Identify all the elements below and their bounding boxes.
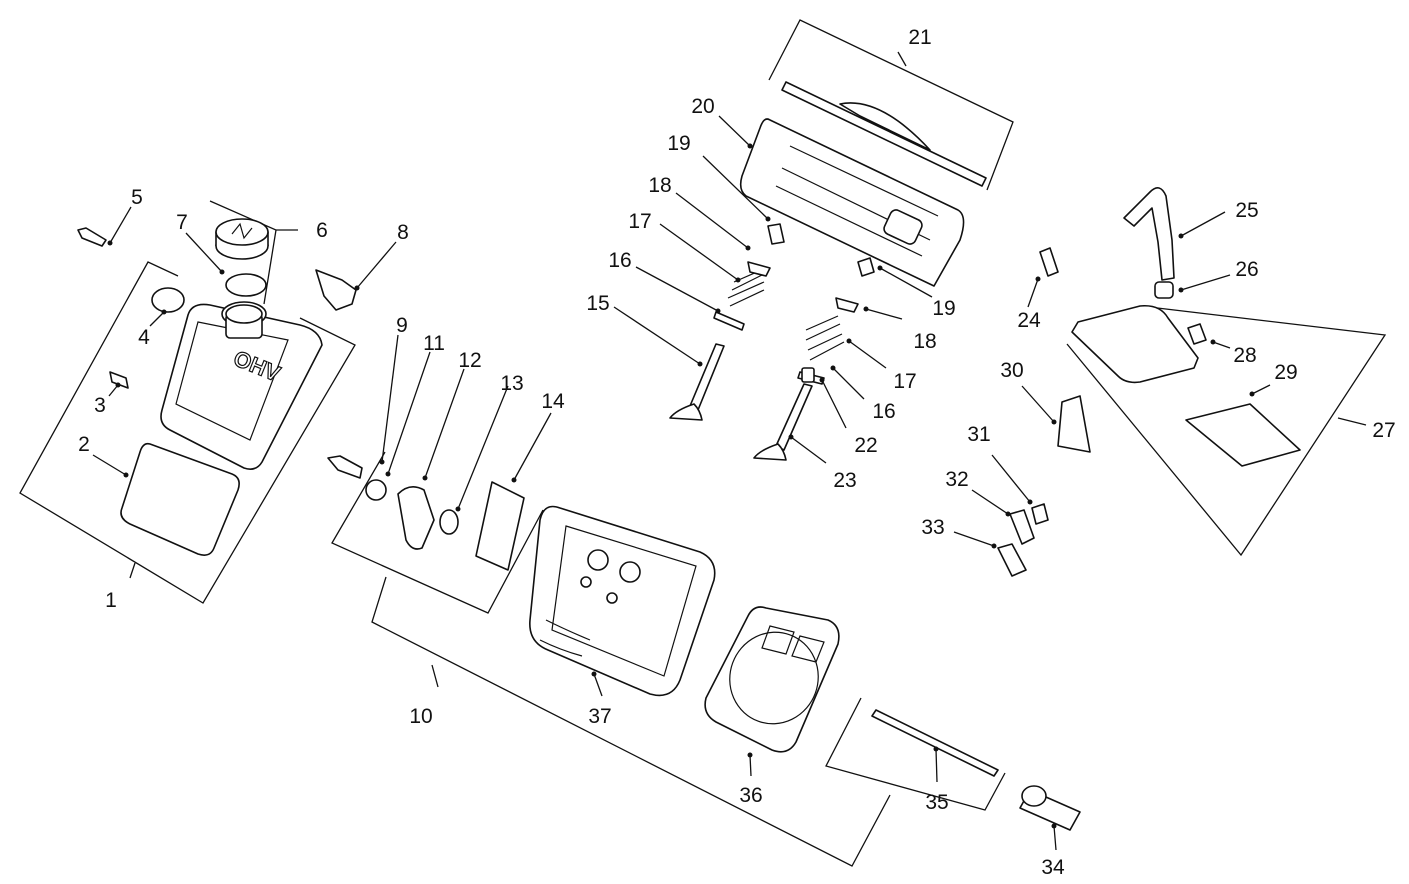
push-rod-35-part [871,709,999,777]
spring-17b-part [805,315,845,361]
label-6: 6 [316,219,328,242]
gasket-29-part [1185,403,1301,467]
breather-cover-27-part [1071,304,1199,384]
head-gasket-36-part [704,606,840,753]
bracket-10 [331,451,544,614]
label-21: 21 [908,26,931,49]
label-3: 3 [94,394,106,417]
bracket-21 [768,19,1014,191]
label-20: 20 [691,95,714,118]
bracket-10-lower [371,576,891,867]
label-17b: 17 [893,370,916,393]
label-37: 37 [588,705,611,728]
label-8: 8 [397,221,409,244]
label-34: 34 [1041,856,1065,879]
filler-cap-part [215,218,269,260]
brackets [19,19,1387,867]
label-5: 5 [131,186,143,209]
pivot-11-part [365,479,387,501]
label-22: 22 [854,434,877,457]
label-1: 1 [105,589,117,612]
cylinder-head-37-part [529,505,716,697]
baffle-30-part [1057,395,1091,453]
clip-32-part [1009,509,1035,545]
keeper-16-part [713,311,745,331]
bracket-8-part [315,269,357,311]
label-2: 2 [78,433,90,456]
label-18a: 18 [648,174,671,197]
label-33: 33 [921,516,944,539]
label-18b: 18 [913,330,936,353]
label-30: 30 [1000,359,1023,382]
label-25: 25 [1235,199,1258,222]
leader-lines [92,115,1271,851]
label-15: 15 [586,292,609,315]
valve-15-part [669,343,725,421]
rocker-arm-12-part [397,486,435,550]
label-29: 29 [1274,361,1297,384]
bolt-9-part [327,455,363,479]
label-32: 32 [945,468,968,491]
filter-28-part [1187,323,1207,345]
label-11: 11 [423,332,445,355]
breather-tube-25-part [1123,187,1175,281]
retainer-18b-part [835,297,859,313]
o-ring-7-part [225,273,267,297]
label-27: 27 [1372,419,1395,442]
clamp-33-part [997,543,1027,577]
label-35: 35 [925,791,948,814]
retainer-18-part [747,261,771,277]
bracket-35 [825,697,1006,811]
part-number-labels: 1 2 3 4 5 6 7 8 9 10 11 12 13 14 15 16 1… [78,26,1396,879]
label-9: 9 [396,314,408,337]
gasket-part [120,442,240,556]
plate-14-part [475,481,525,571]
label-36: 36 [739,784,762,807]
valve-cover-part: OHV [160,301,323,470]
bolt-24-part [1039,247,1059,277]
seal-22-part [801,367,815,383]
valve-23-part [753,383,813,461]
gasket-21-part [781,81,987,187]
washer-13-part [439,509,459,535]
label-28: 28 [1233,344,1256,367]
label-16a: 16 [608,249,631,272]
cap-19-part [767,223,785,245]
label-7: 7 [176,211,188,234]
label-17a: 17 [628,210,651,233]
label-23: 23 [833,469,856,492]
label-16b: 16 [872,400,895,423]
label-19a: 19 [667,132,690,155]
bolt-5-part [77,227,107,247]
tappet-34-part [1019,785,1081,831]
spring-17-part [727,267,767,307]
cylinder-head-upper-part [739,118,965,287]
cap-19b-part [857,257,875,277]
bracket-27 [1066,306,1387,557]
label-4: 4 [138,326,150,349]
screw-31-part [1031,503,1049,525]
label-14: 14 [541,390,565,413]
label-31: 31 [967,423,990,446]
label-24: 24 [1017,309,1041,332]
bracket-1 [19,261,356,604]
label-10: 10 [409,705,432,728]
label-19b: 19 [932,297,955,320]
stud-3-part [109,371,129,389]
cap-26-part [1154,281,1174,299]
label-12: 12 [458,349,481,372]
label-26: 26 [1235,258,1258,281]
o-ring-4-part [151,287,185,313]
label-13: 13 [500,372,523,395]
